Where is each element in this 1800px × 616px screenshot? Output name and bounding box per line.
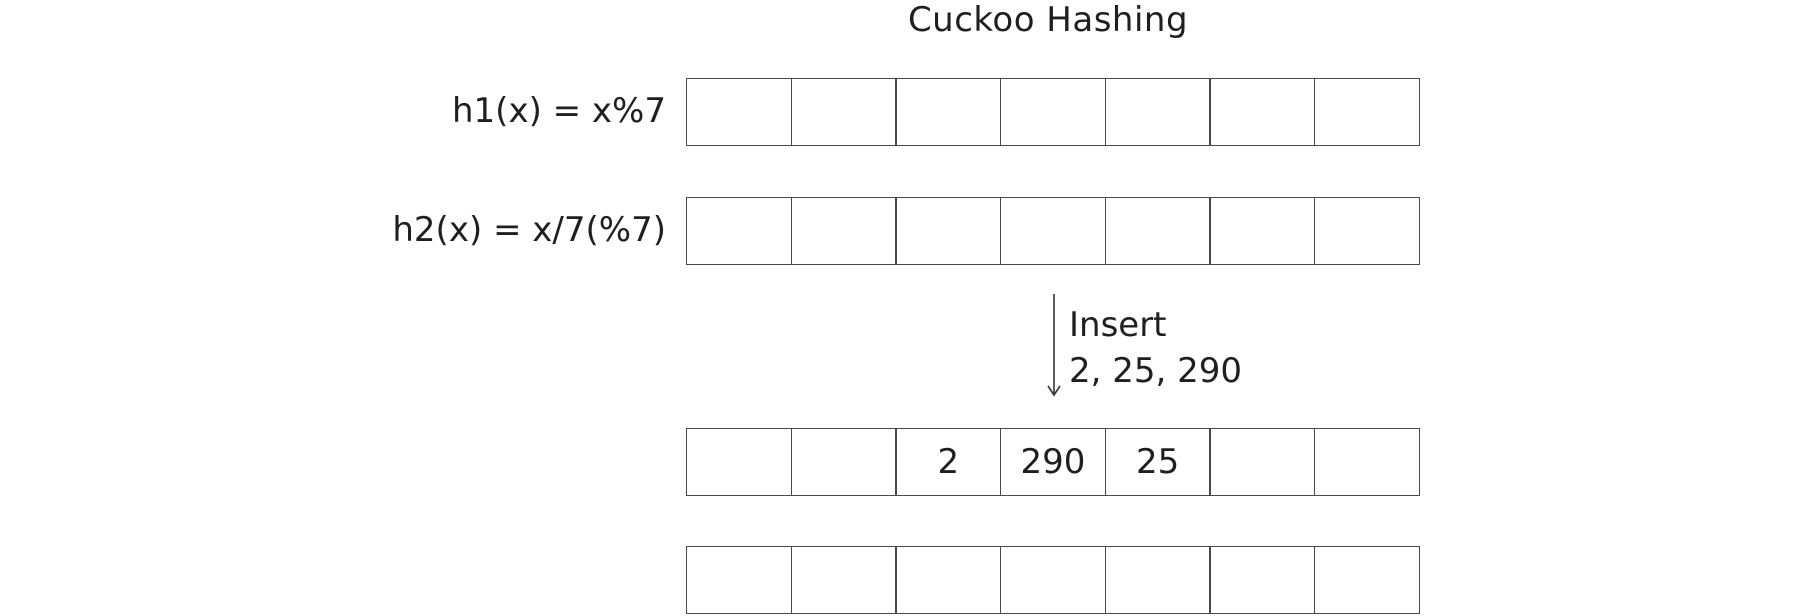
table-cell: 290 (999, 428, 1107, 496)
table-cell (1104, 546, 1211, 614)
table-cell (999, 197, 1107, 265)
table-cell (1313, 546, 1420, 614)
diagram-title: Cuckoo Hashing (907, 0, 1189, 40)
table-cell (1209, 546, 1316, 614)
table-h1-after: 2 290 25 (686, 428, 1420, 496)
table-cell (895, 546, 1002, 614)
table-cell (1104, 78, 1211, 146)
insert-operation-label: Insert 2, 25, 290 (1069, 302, 1242, 394)
table-cell (686, 546, 793, 614)
table-cell (790, 546, 897, 614)
table-cell (999, 78, 1107, 146)
insert-label: Insert (1069, 305, 1167, 345)
table-cell (1313, 78, 1420, 146)
table-cell (1313, 428, 1420, 496)
table-cell (686, 428, 793, 496)
table-cell: 2 (895, 428, 1002, 496)
table-cell (790, 78, 897, 146)
table-h1-before (686, 78, 1420, 146)
table-cell (790, 428, 897, 496)
table-cell (895, 78, 1002, 146)
table-cell (1209, 197, 1316, 265)
h1-function-label: h1(x) = x%7 (452, 91, 666, 131)
table-cell: 25 (1104, 428, 1211, 496)
table-cell (1209, 428, 1316, 496)
table-cell (895, 197, 1002, 265)
table-h2-before (686, 197, 1420, 265)
table-cell (686, 78, 793, 146)
table-cell (1104, 197, 1211, 265)
table-cell (1313, 197, 1420, 265)
h2-function-label: h2(x) = x/7(%7) (392, 210, 666, 250)
insert-keys: 2, 25, 290 (1069, 351, 1243, 391)
table-cell (1209, 78, 1316, 146)
table-cell (999, 546, 1107, 614)
table-cell (790, 197, 897, 265)
table-h2-after (686, 546, 1420, 614)
table-cell (686, 197, 793, 265)
down-arrow-icon (1047, 294, 1061, 397)
